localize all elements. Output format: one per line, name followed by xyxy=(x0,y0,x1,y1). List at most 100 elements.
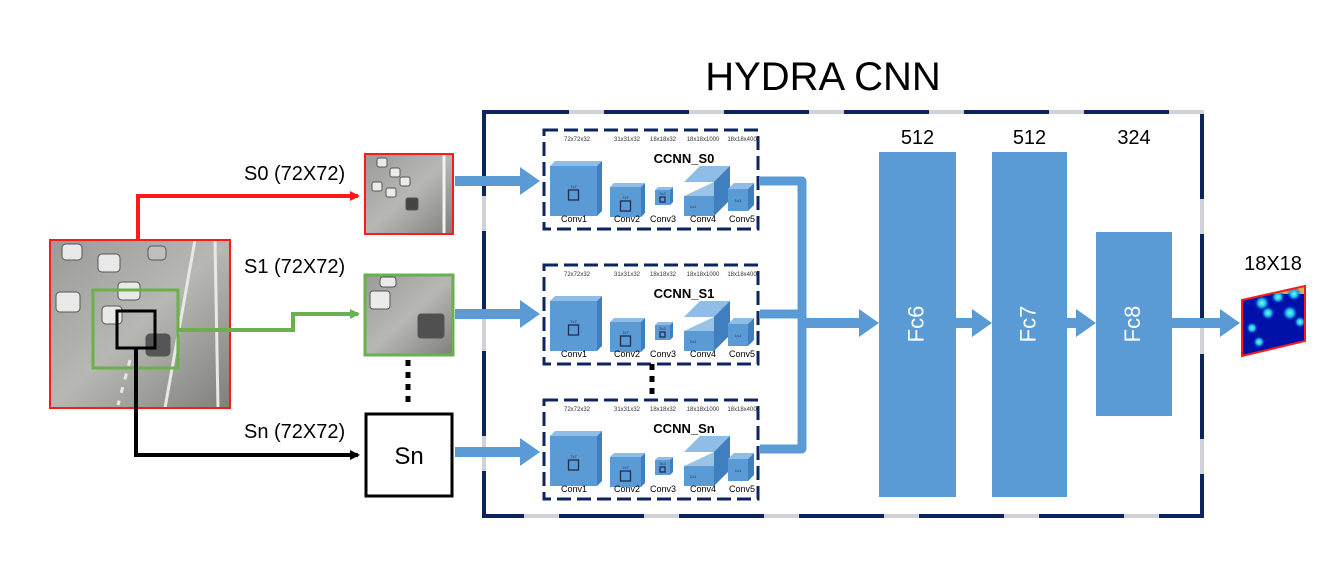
conv-name-label: Conv4 xyxy=(690,349,716,359)
conv-name-label: Conv3 xyxy=(650,484,676,494)
conv-box-top xyxy=(550,161,602,166)
ccnn-heads: CCNN_S072x72x327x7Conv131x31x327x7Conv21… xyxy=(542,128,760,501)
fc-name-label: Fc6 xyxy=(903,306,928,343)
ccnn-title: CCNN_S1 xyxy=(654,286,715,301)
kernel-square xyxy=(619,335,632,347)
conv-box-top xyxy=(728,453,754,459)
conv-size-label: 18x18x32 xyxy=(650,272,677,278)
conv-name-label: Conv1 xyxy=(561,349,587,359)
conv-box-top xyxy=(728,318,754,324)
conv-name-label: Conv5 xyxy=(729,349,755,359)
conv-box-side xyxy=(748,183,754,211)
conv-box-top xyxy=(550,431,602,436)
conv-size-label: 18x18x1000 xyxy=(687,407,720,413)
scale-label-sn: Sn (72X72) xyxy=(244,421,345,443)
scale-label-s1: S1 (72X72) xyxy=(244,256,345,278)
kernel-label: 1x1 xyxy=(690,339,697,344)
diagram-title: HYDRA CNN xyxy=(705,55,941,99)
flow-arrow xyxy=(956,309,992,337)
conv-box-top xyxy=(610,453,645,457)
conv-size-label: 72x72x32 xyxy=(564,137,591,143)
conv-name-label: Conv5 xyxy=(729,484,755,494)
conv-box-side xyxy=(670,322,673,340)
ccnn-head-ccnn_sn: CCNN_Sn72x72x327x7Conv131x31x327x7Conv21… xyxy=(542,398,760,501)
conv-size-label: 72x72x32 xyxy=(564,407,591,413)
patch-to-ccnn-arrows xyxy=(455,167,540,466)
conv-box-front xyxy=(728,324,748,346)
kernel-label: 7x7 xyxy=(570,454,577,459)
conv-box-front xyxy=(550,436,597,486)
conv-name-label: Conv3 xyxy=(650,349,676,359)
conv-box-front xyxy=(684,331,714,351)
conv-box-side xyxy=(641,183,645,217)
conv-box-top xyxy=(728,183,754,189)
flow-arrow xyxy=(1172,309,1240,337)
conv-box-front xyxy=(550,166,597,216)
kernel-label: 7x7 xyxy=(622,330,629,335)
kernel-square xyxy=(659,196,666,203)
kernel-label: 1x1 xyxy=(735,198,742,203)
conv-box-side xyxy=(670,457,673,475)
fc-arrows xyxy=(802,309,1240,337)
output-size-label: 18X18 xyxy=(1244,253,1302,275)
conv-size-label: 18x18x400 xyxy=(727,137,757,143)
conv-box-top xyxy=(684,301,730,317)
conv-size-label: 18x18x400 xyxy=(727,407,757,413)
kernel-label: 7x7 xyxy=(570,184,577,189)
conv-box-top xyxy=(684,436,730,452)
kernel-label: 1x1 xyxy=(690,204,697,209)
conv-box-top xyxy=(655,322,673,325)
fc-units-label: 324 xyxy=(1117,127,1150,149)
kernel-label: 1x1 xyxy=(690,474,697,479)
conv-box-front xyxy=(610,457,641,487)
conv-name-label: Conv4 xyxy=(690,214,716,224)
conv-box-front xyxy=(728,189,748,211)
conv-box-top xyxy=(550,296,602,301)
ccnn-title: CCNN_Sn xyxy=(653,421,714,436)
conv-size-label: 18x18x32 xyxy=(650,137,677,143)
conv-name-label: Conv2 xyxy=(614,214,640,224)
conv-name-label: Conv4 xyxy=(690,484,716,494)
fc-block xyxy=(1096,232,1172,416)
fc-units-label: 512 xyxy=(901,127,934,149)
fc-name-label: Fc8 xyxy=(1120,306,1145,343)
conv-size-label: 31x31x32 xyxy=(614,137,641,143)
flow-arrow xyxy=(802,309,879,337)
conv-box-front xyxy=(728,459,748,481)
conv-name-label: Conv5 xyxy=(729,214,755,224)
kernel-label: 7x7 xyxy=(622,195,629,200)
conv-box-top xyxy=(610,183,645,187)
conv-size-label: 18x18x1000 xyxy=(687,272,720,278)
kernel-label: 1x1 xyxy=(735,333,742,338)
kernel-label: 7x7 xyxy=(570,319,577,324)
conv-box-front xyxy=(684,196,714,216)
scale-patch-sn[interactable]: Sn xyxy=(364,412,454,498)
output-density-map xyxy=(1241,284,1306,358)
conv-box-front xyxy=(684,466,714,486)
scale-patch-s0 xyxy=(364,153,454,235)
conv-box-front xyxy=(550,301,597,351)
conv-name-label: Conv1 xyxy=(561,484,587,494)
ccnn-title: CCNN_S0 xyxy=(654,151,715,166)
kernel-square xyxy=(659,331,666,338)
conv-box-front xyxy=(610,322,641,352)
s1-connector xyxy=(178,309,360,332)
conv-box-top xyxy=(655,457,673,460)
scale-label-s0: S0 (72X72) xyxy=(244,163,345,185)
conv-size-label: 18x18x1000 xyxy=(687,137,720,143)
kernel-label: 7x7 xyxy=(622,465,629,470)
